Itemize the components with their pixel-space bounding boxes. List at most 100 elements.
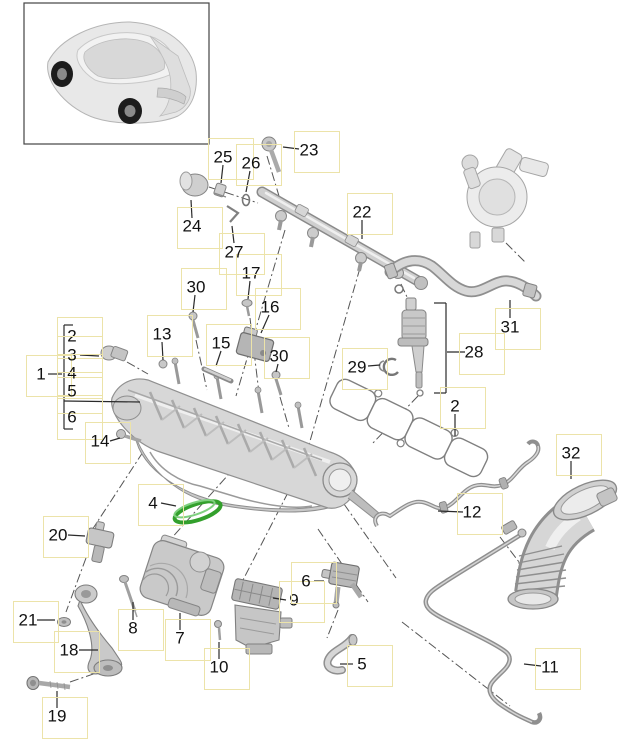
callout-18[interactable]: 18 <box>59 640 79 660</box>
callout-30-left[interactable]: 30 <box>186 277 206 297</box>
callout-16[interactable]: 16 <box>260 297 280 317</box>
hotspot-4-gasket[interactable] <box>138 484 184 526</box>
callout-6-list[interactable]: 6 <box>67 407 77 427</box>
hotspot-2-gasket[interactable] <box>440 387 486 429</box>
hotspot-7[interactable] <box>165 619 211 661</box>
hotspot-5-list[interactable] <box>57 372 103 414</box>
hotspot-6-list[interactable] <box>57 398 103 440</box>
callout-30-right[interactable]: 30 <box>269 346 289 366</box>
callout-4-list[interactable]: 4 <box>67 363 77 383</box>
callout-17[interactable]: 17 <box>241 263 261 283</box>
callout-28[interactable]: 28 <box>464 342 484 362</box>
callout-2-gasket[interactable]: 2 <box>450 396 460 416</box>
hotspot-27[interactable] <box>219 233 265 275</box>
vehicle-illustration <box>47 21 197 124</box>
hose-5-part <box>323 634 358 675</box>
callout-5-hose[interactable]: 5 <box>357 654 367 674</box>
clamp-25-part <box>213 182 227 198</box>
mount-20-part <box>85 521 115 563</box>
retaining-clip-29-part <box>378 357 399 377</box>
callout-31[interactable]: 31 <box>500 317 520 337</box>
callout-9[interactable]: 9 <box>289 590 299 610</box>
hotspot-17[interactable] <box>236 254 282 296</box>
fuel-injector-part <box>394 284 429 397</box>
callout-24[interactable]: 24 <box>182 216 202 236</box>
callout-23[interactable]: 23 <box>299 140 319 160</box>
hotspot-28[interactable] <box>459 333 505 375</box>
hotspot-20[interactable] <box>43 516 89 558</box>
nut-21-part <box>57 617 71 627</box>
callout-5-list[interactable]: 5 <box>67 381 77 401</box>
intake-manifold-part <box>111 357 381 521</box>
callout-26[interactable]: 26 <box>241 153 261 173</box>
hotspot-21[interactable] <box>13 601 59 643</box>
callout-1[interactable]: 1 <box>36 364 46 384</box>
callout-29[interactable]: 29 <box>347 357 367 377</box>
hotspot-31[interactable] <box>495 308 541 350</box>
sensor-3-part <box>100 345 129 362</box>
hotspot-25[interactable] <box>208 138 254 180</box>
callout-12[interactable]: 12 <box>462 502 482 522</box>
hotspot-13[interactable] <box>147 315 193 357</box>
pin-15-part <box>201 366 234 384</box>
hotspot-10[interactable] <box>204 648 250 690</box>
callout-3-list[interactable]: 3 <box>67 345 77 365</box>
callout-32[interactable]: 32 <box>561 443 581 463</box>
callout-11[interactable]: 11 <box>541 657 559 677</box>
fuel-hose-31-part <box>383 255 542 302</box>
hotspot-26[interactable] <box>236 144 282 186</box>
bracket-9-part <box>231 578 293 655</box>
hotspot-15[interactable] <box>206 324 252 366</box>
taillight <box>156 87 187 105</box>
hotspot-22[interactable] <box>347 193 393 235</box>
callout-7[interactable]: 7 <box>175 628 185 648</box>
hotspot-32[interactable] <box>556 434 602 476</box>
throttle-body-part <box>139 534 225 617</box>
hotspot-16[interactable] <box>255 288 301 330</box>
manifold-studs <box>171 357 304 429</box>
oring-26-part <box>241 193 251 207</box>
hotspot-19[interactable] <box>42 697 88 739</box>
callout-4-gasket[interactable]: 4 <box>148 493 158 513</box>
hotspot-23[interactable] <box>294 131 340 173</box>
callout-20[interactable]: 20 <box>48 525 68 545</box>
air-duct-32-part <box>501 479 618 610</box>
hotspot-11[interactable] <box>535 648 581 690</box>
screw-30-left-part <box>188 311 200 339</box>
callout-22[interactable]: 22 <box>352 202 372 222</box>
callout-6-valve[interactable]: 6 <box>301 571 311 591</box>
bolt-14-part <box>116 429 142 443</box>
hotspot-9[interactable] <box>279 581 325 623</box>
highlighted-gasket-4-part[interactable] <box>172 495 223 527</box>
hotspot-18[interactable] <box>54 631 100 673</box>
callout-25[interactable]: 25 <box>213 147 233 167</box>
bolt-19-part <box>26 675 71 691</box>
callout-8[interactable]: 8 <box>128 618 138 638</box>
hotspot-30-right[interactable] <box>264 337 310 379</box>
callout-10[interactable]: 10 <box>209 657 229 677</box>
hotspot-6-valve[interactable] <box>291 562 337 604</box>
clip-27-part <box>226 205 240 223</box>
cap-24-part <box>179 171 209 197</box>
vehicle-thumbnail <box>23 2 210 145</box>
hotspot-24[interactable] <box>177 207 223 249</box>
hotspot-1[interactable] <box>26 355 72 397</box>
screw-10-part <box>214 620 222 641</box>
hotspot-12[interactable] <box>457 493 503 535</box>
hotspot-5-hose[interactable] <box>347 645 393 687</box>
fuel-pump-part <box>461 148 549 249</box>
callout-21[interactable]: 21 <box>18 610 38 630</box>
hotspot-14[interactable] <box>85 422 131 464</box>
hotspot-8[interactable] <box>118 609 164 651</box>
callout-13[interactable]: 13 <box>152 324 172 344</box>
callout-19[interactable]: 19 <box>47 706 67 726</box>
callout-15[interactable]: 15 <box>211 333 231 353</box>
breather-pipe-11-part <box>423 528 543 725</box>
callout-14[interactable]: 14 <box>90 431 110 451</box>
hotspot-29[interactable] <box>342 348 388 390</box>
hotspot-30-left[interactable] <box>181 268 227 310</box>
callout-27[interactable]: 27 <box>224 242 244 262</box>
